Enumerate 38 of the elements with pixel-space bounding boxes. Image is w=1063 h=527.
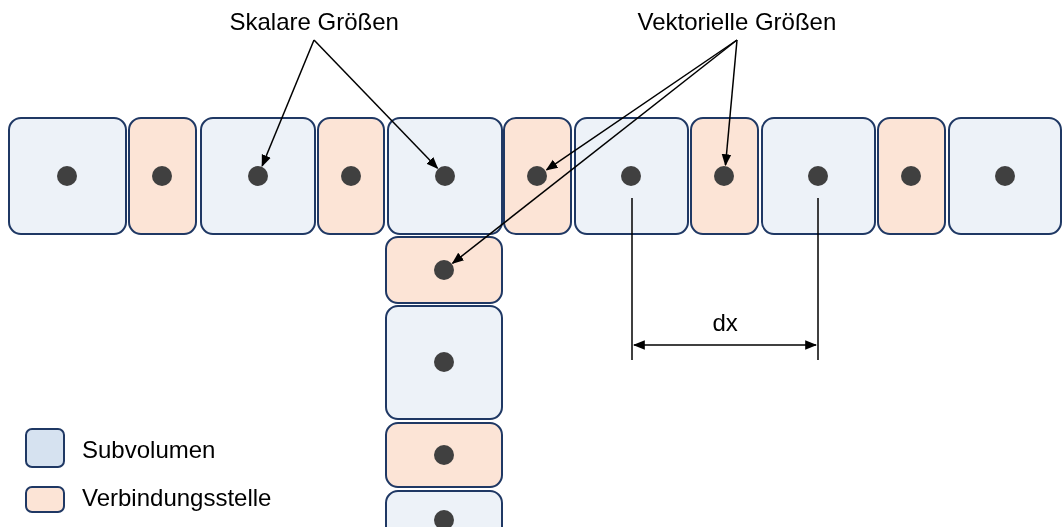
center-point: [433, 509, 454, 527]
center-point: [57, 165, 77, 186]
leader-arrow: [313, 39, 439, 169]
center-point: [994, 165, 1015, 186]
center-point: [901, 165, 921, 186]
annotation-text: Skalare Größen: [229, 8, 399, 36]
center-point: [808, 165, 828, 186]
center-point: [433, 352, 454, 372]
legend-label: Subvolumen: [82, 436, 216, 464]
center-point: [433, 444, 454, 465]
center-point: [621, 165, 641, 186]
center-point: [714, 165, 734, 186]
center-point: [434, 165, 455, 186]
legend-label: Verbindungsstelle: [82, 484, 272, 512]
junction-box: [128, 117, 197, 235]
center-point: [527, 165, 547, 186]
subvolume-box: [761, 117, 876, 235]
subvolume-box: [385, 305, 503, 420]
center-point: [340, 165, 361, 186]
subvolume-box: [387, 117, 503, 235]
subvolume-box: [948, 117, 1062, 235]
junction-box: [317, 117, 385, 235]
subvolume-box: [200, 117, 316, 235]
junction-box: [690, 117, 759, 235]
dimension-label: dx: [712, 309, 738, 337]
subvolume-box: [574, 117, 689, 235]
leader-arrow: [261, 39, 315, 167]
center-point: [433, 259, 454, 280]
subvolume-box: [8, 117, 127, 235]
junction-box: [503, 117, 572, 235]
junction-box: [877, 117, 946, 235]
junction-box: [385, 422, 503, 488]
leader-arrow: [451, 39, 738, 264]
annotation-text: Vektorielle Größen: [637, 8, 837, 36]
center-point: [247, 165, 268, 186]
leader-arrow: [721, 39, 738, 167]
junction-box: [385, 236, 503, 304]
center-point: [152, 165, 172, 186]
